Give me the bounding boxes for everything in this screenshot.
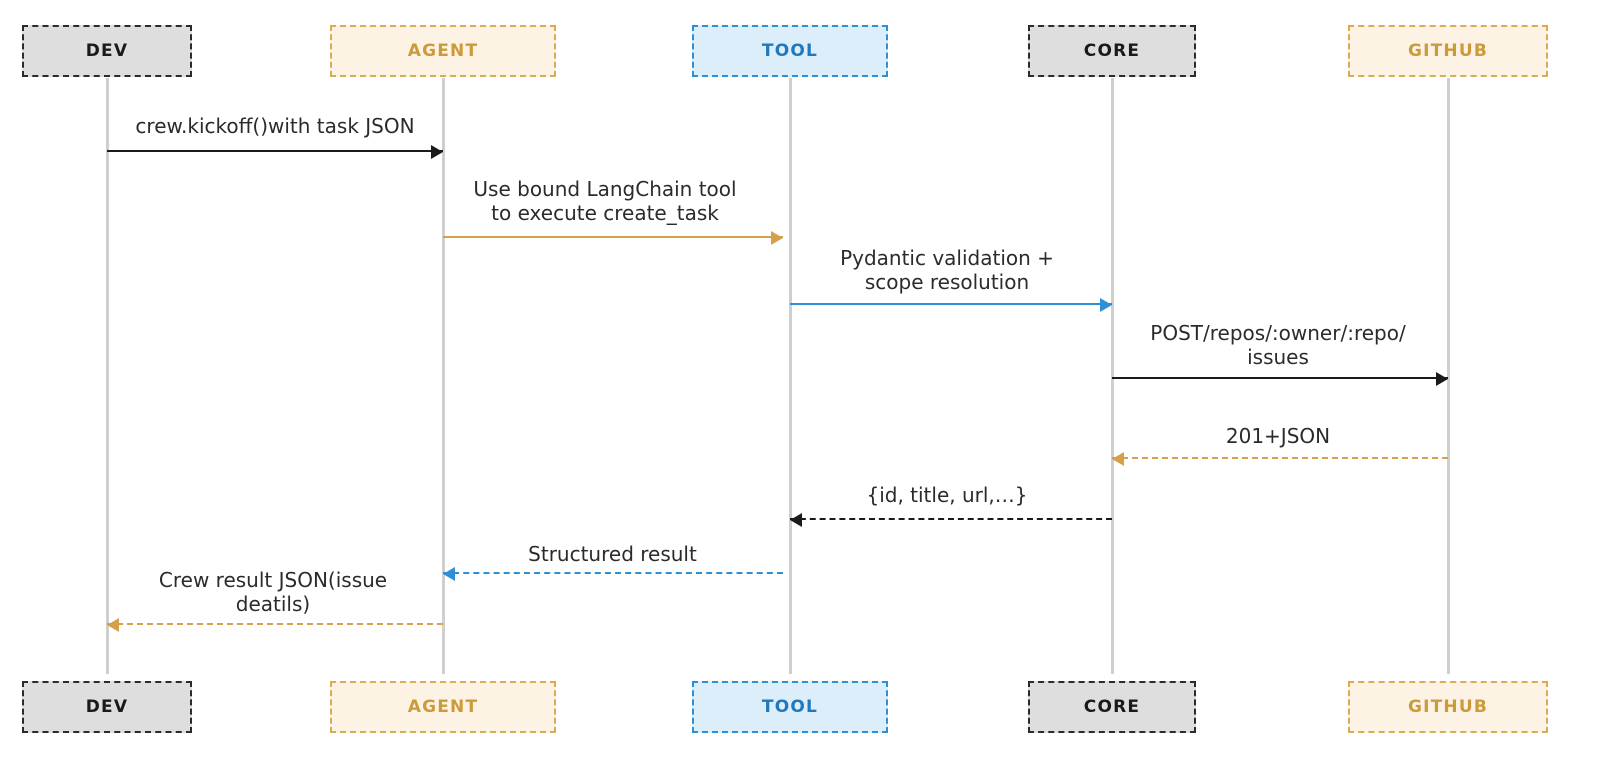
actor-label: GITHUB	[1407, 697, 1489, 717]
header-actor-github[interactable]: GITHUB	[1348, 25, 1548, 77]
message-label-m6: {id, title, url,…}	[866, 483, 1028, 507]
actor-label: TOOL	[761, 697, 819, 717]
message-label-m7: Structured result	[528, 542, 697, 566]
header-actor-dev[interactable]: DEV	[22, 25, 192, 77]
actor-label: AGENT	[407, 697, 479, 717]
arrow-head-right-icon	[1436, 371, 1448, 386]
arrow-head-left-icon	[443, 566, 455, 581]
footer-actor-agent[interactable]: AGENT	[330, 681, 556, 733]
header-actor-agent[interactable]: AGENT	[330, 25, 556, 77]
header-actor-tool[interactable]: TOOL	[692, 25, 888, 77]
message-line-m7	[443, 572, 783, 574]
message-line-m5	[1112, 457, 1448, 459]
message-line-m8	[107, 623, 443, 625]
message-label-m4: POST/repos/:owner/:repo/ issues	[1150, 321, 1406, 370]
arrow-head-right-icon	[771, 230, 783, 245]
message-label-m2: Use bound LangChain tool to execute crea…	[473, 177, 737, 226]
lifeline-github	[1447, 78, 1450, 674]
footer-actor-core[interactable]: CORE	[1028, 681, 1196, 733]
message-label-m8: Crew result JSON(issue deatils)	[158, 568, 388, 617]
message-line-m2	[443, 236, 783, 238]
message-line-m3	[790, 303, 1112, 305]
actor-label: AGENT	[407, 41, 479, 61]
message-line-m1	[107, 150, 443, 152]
arrow-head-right-icon	[1100, 297, 1112, 312]
message-label-m3: Pydantic validation + scope resolution	[840, 246, 1054, 295]
message-label-m1: crew.kickoff()with task JSON	[135, 114, 415, 138]
actor-label: CORE	[1083, 41, 1141, 61]
actor-label: DEV	[85, 697, 129, 717]
lifeline-core	[1111, 78, 1114, 674]
footer-actor-github[interactable]: GITHUB	[1348, 681, 1548, 733]
message-label-m5: 201+JSON	[1225, 424, 1331, 448]
actor-label: TOOL	[761, 41, 819, 61]
footer-actor-tool[interactable]: TOOL	[692, 681, 888, 733]
lifeline-dev	[106, 78, 109, 674]
arrow-head-left-icon	[107, 617, 119, 632]
lifeline-tool	[789, 78, 792, 674]
actor-label: DEV	[85, 41, 129, 61]
message-line-m4	[1112, 377, 1448, 379]
arrow-head-left-icon	[1112, 451, 1124, 466]
actor-label: CORE	[1083, 697, 1141, 717]
header-actor-core[interactable]: CORE	[1028, 25, 1196, 77]
arrow-head-right-icon	[431, 144, 443, 159]
arrow-head-left-icon	[790, 512, 802, 527]
lifeline-agent	[442, 78, 445, 674]
actor-label: GITHUB	[1407, 41, 1489, 61]
footer-actor-dev[interactable]: DEV	[22, 681, 192, 733]
message-line-m6	[790, 518, 1112, 520]
